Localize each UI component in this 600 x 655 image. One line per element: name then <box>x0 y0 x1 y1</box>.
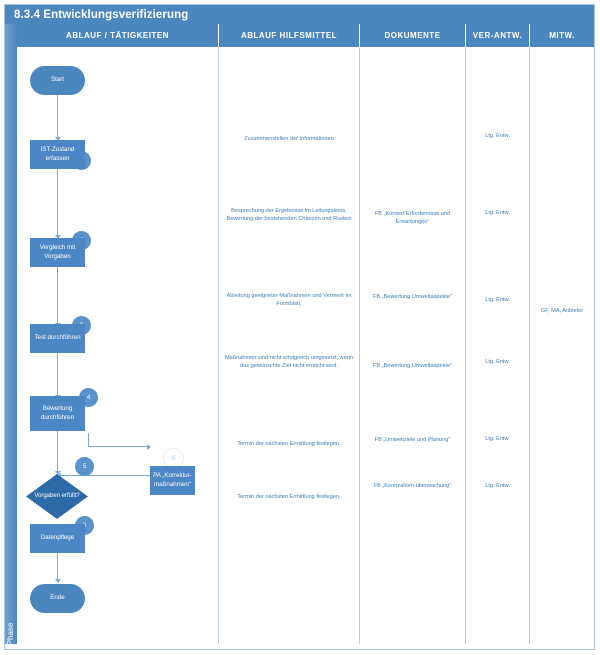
verantwortlich-note-6: Ltg. Entw. <box>485 483 510 489</box>
column-dokumente: FB „Kontext Erfordernisse und Erwartunge… <box>360 47 466 644</box>
flow-node-decision-5-label: Vorgaben erfüllt? <box>34 492 80 499</box>
flow-node-step-1[interactable]: IST-Zustand erfassen <box>30 140 85 169</box>
arrow-1-to-2 <box>54 235 61 239</box>
flow-node-start[interactable]: Start <box>30 66 85 95</box>
flow-node-step-4-label: Bewertung durchführen <box>40 405 75 421</box>
page-frame <box>4 4 595 650</box>
connector-5-side-stub <box>88 433 89 447</box>
column-header-mitwirkend: MITW. <box>549 31 575 40</box>
step-badge-5: 5 <box>75 457 94 476</box>
flow-node-end[interactable]: Ende <box>30 584 85 613</box>
flow-node-step-6[interactable]: Datenpflege <box>30 524 85 553</box>
hilfsmittel-note-4: Maßnahmen sind nicht erfolgreich umgeset… <box>224 355 354 369</box>
verantwortlich-note-3: Ltg. Entw. <box>485 297 510 303</box>
column-ablauf: Start 1 IST-Zustand erfassen 2 Vergleich… <box>17 47 219 644</box>
flow-node-side-label: PA „Korrektur-maßnahmen" <box>153 472 192 488</box>
verantwortlich-note-4: Ltg. Entw. <box>485 359 510 365</box>
hilfsmittel-note-2: Besprechung der Ergebnisse im Leitungskr… <box>226 208 352 222</box>
connector-3-to-4 <box>57 353 58 397</box>
flow-node-step-3-label: Test durchführen <box>34 334 81 342</box>
verantwortlich-note-5: Ltg. Entw. <box>485 436 510 442</box>
verantwortlich-note-2: Ltg. Entw. <box>485 210 510 216</box>
column-mitwirkend: GF, MA, Anbieter <box>530 47 594 644</box>
column-header-verantwortlich: VER-ANTW. <box>466 24 530 47</box>
flow-node-step-2[interactable]: Vergleich mit Vorgaben <box>30 238 85 267</box>
flow-node-step-1-label: IST-Zustand erfassen <box>40 146 75 162</box>
connector-2-to-3 <box>57 267 58 325</box>
column-verantwortlich: Ltg. Entw. Ltg. Entw. Ltg. Entw. Ltg. En… <box>466 47 530 644</box>
flow-node-step-4[interactable]: Bewertung durchführen <box>30 396 85 431</box>
hilfsmittel-note-5: Termin der nächsten Ermittlung festlegen… <box>237 441 341 447</box>
column-header-ablauf: ABLAUF / TÄTIGKEITEN <box>17 24 219 47</box>
flow-node-step-2-label: Vergleich mit Vorgaben <box>39 244 76 260</box>
dokument-note-5: FB „Kennzahlen-überwachung" <box>373 483 452 489</box>
hilfsmittel-note-1: Zusammenstellen der Informationen <box>244 136 334 142</box>
verantwortlich-note-1: Ltg. Entw. <box>485 133 510 139</box>
flow-node-step-3[interactable]: Test durchführen <box>30 324 85 353</box>
hilfsmittel-note-6: Termin der nächsten Ermittlung festlegen… <box>237 494 341 500</box>
dokument-note-2: FB „Bewertung Umweltaspekte" <box>372 294 453 300</box>
flow-node-side-korrekturmassnahmen[interactable]: PA „Korrektur-maßnahmen" <box>150 466 195 495</box>
flow-node-step-6-label: Datenpflege <box>40 534 75 542</box>
arrow-5-to-side <box>147 443 151 450</box>
phase-label: Phase <box>6 622 15 646</box>
connector-5-to-side <box>88 446 150 447</box>
flow-node-decision-5[interactable]: Vorgaben erfüllt? <box>26 474 88 519</box>
page-title: 8.3.4 Entwicklungsverifizierung <box>14 8 189 21</box>
connector-start-to-1 <box>57 95 58 139</box>
dokument-note-3: FB „Bewertung Umweltaspekte" <box>372 363 453 369</box>
mitwirkend-note-1: GF, MA, Anbieter <box>540 308 584 314</box>
flow-node-start-label: Start <box>50 76 65 84</box>
connector-1-to-2 <box>57 169 58 237</box>
phase-band: Phase <box>5 24 17 645</box>
arrow-6-to-end <box>54 579 61 583</box>
connector-6-to-end <box>57 539 58 581</box>
swimlane-body: Start 1 IST-Zustand erfassen 2 Vergleich… <box>17 47 594 644</box>
column-hilfsmittel: Zusammenstellen der Informationen Bespre… <box>219 47 360 644</box>
document-title-bar: 8.3.4 Entwicklungsverifizierung <box>5 5 594 24</box>
hilfsmittel-note-3: Ableitung geeigneter Maßnahmen und Verme… <box>226 293 352 307</box>
column-header-hilfsmittel: ABLAUF HILFSMITTEL <box>219 24 360 47</box>
dokument-note-4: FB „Umweltziele und Planung" <box>374 437 451 443</box>
arrow-start-to-1 <box>54 137 61 141</box>
column-header-row: ABLAUF / TÄTIGKEITEN ABLAUF HILFSMITTEL … <box>17 24 594 47</box>
dokument-note-1: FB „Kontext Erfordernisse und Erwartunge… <box>374 211 451 225</box>
column-header-dokumente: DOKUMENTE <box>360 24 466 47</box>
flow-node-end-label: Ende <box>50 594 65 602</box>
connector-side-return-left <box>61 475 173 476</box>
